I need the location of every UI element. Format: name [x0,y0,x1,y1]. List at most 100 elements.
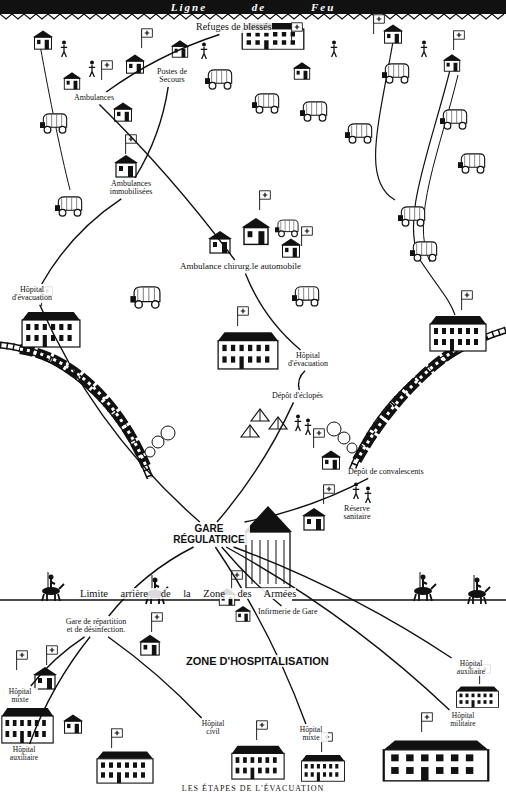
station-roof [244,506,292,532]
hosp-icon [2,708,53,743]
node-text: Hôpital mixte [294,726,328,742]
place-label: Dépôt d'éclopés [272,392,323,400]
house-icon [302,508,326,530]
truck-icon [440,110,467,129]
railway-track [0,345,150,478]
place-label: Hôpital militaire [440,712,486,728]
truck-icon [410,242,437,261]
flag-icon [292,23,303,42]
place-label: Ambulance chirurg.le automobile [180,262,301,271]
road-connector [226,547,449,710]
node-text: Hôpital mixte [2,688,38,704]
flag-icon [152,613,163,632]
house-icon [63,715,83,734]
train-cars [356,334,486,462]
truck-icon [130,287,160,308]
train-cars [20,349,146,466]
man-icon [365,487,371,503]
place-label: Ambulances [74,94,114,102]
flag-icon [238,307,249,326]
house-icon [383,25,403,44]
hosp-icon [302,755,345,781]
place-label: Infirmerie de Gare [258,608,318,616]
figure-caption: LES ÉTAPES DE L'ÉVACUATION [0,784,506,793]
hosp-icon [22,312,80,347]
house-icon [33,667,57,689]
node-text: Réserve sanitaire [336,505,378,522]
road-connector [42,199,122,284]
man-icon [61,41,67,57]
front-line-band: Ligne de Feu [0,0,506,14]
man-icon [331,41,337,57]
man-icon [421,41,427,57]
road-connector [106,35,219,93]
road-connector [30,637,91,744]
node-text: Ligne de Feu [0,0,506,14]
flag-icon [260,191,271,210]
rider-icon [468,575,490,604]
road-connector [215,547,306,724]
node-text: Hôpital d'évacuation [282,352,334,369]
place-label: Dépôt de convalescents [348,468,424,476]
hosp-icon [232,746,284,779]
node-text: Ambulance chirurg.le automobile [180,262,301,271]
road-connector [40,305,200,522]
road-connector [108,637,202,718]
flag-icon [302,227,313,246]
truck-icon [55,197,82,216]
node-text: Gare de répartition et de désinfection. [62,618,130,635]
tent-icon [241,425,259,437]
smoke-puff [327,422,341,436]
place-label: Hôpital auxiliaire [448,660,494,676]
tent-icon [251,409,269,421]
hosp-icon [457,686,499,707]
road-connector [217,402,294,522]
node-text: Hôpital militaire [440,712,486,728]
house-icon [443,54,461,71]
place-label: Refuges de blessés [196,22,272,33]
flag-icon [126,135,137,154]
place-label: Postes de Secours [150,68,194,85]
zone-limit-label: Limite arrière de la Zone des Armées [80,588,296,599]
house-icon [33,31,53,50]
place-label: Ambulances immobilisées [100,180,162,197]
house-icon [293,62,311,79]
man-icon [89,61,95,77]
place-label: Hôpital mixte [2,688,38,704]
house-icon [208,231,232,253]
road-connector [31,637,85,686]
house-icon [63,72,81,89]
node-text: Hôpital civil [196,720,230,736]
hosp-icon [218,332,278,369]
zone-limit-line [0,599,506,601]
flag-icon [47,646,58,665]
road-connector [135,87,168,178]
node-text: Ambulances [74,94,114,102]
node-text: Ambulances immobilisées [100,180,162,197]
station-hatching [252,540,284,584]
flag-icon [102,61,113,80]
node-text: Dépôt d'éclopés [272,392,323,400]
road-connector [234,547,452,658]
house-icon [113,103,133,122]
truck-icon [398,207,425,226]
place-label: Hôpital d'évacuation [282,352,334,369]
man-icon [201,43,207,59]
flag-icon [314,429,325,448]
smoke-puff [152,436,164,448]
house-icon [139,635,161,655]
road [376,30,395,200]
rider-icon [414,572,436,601]
truck-icon [205,70,232,89]
station-building [246,532,290,588]
truck-icon [292,287,319,306]
house-icon [281,239,301,258]
flag-icon [324,485,335,504]
node-text: Hôpital auxiliaire [2,746,46,762]
front-line-fringe [0,14,504,19]
flag-icon [462,291,473,310]
flag-icon [454,31,465,50]
man-icon [353,483,359,499]
